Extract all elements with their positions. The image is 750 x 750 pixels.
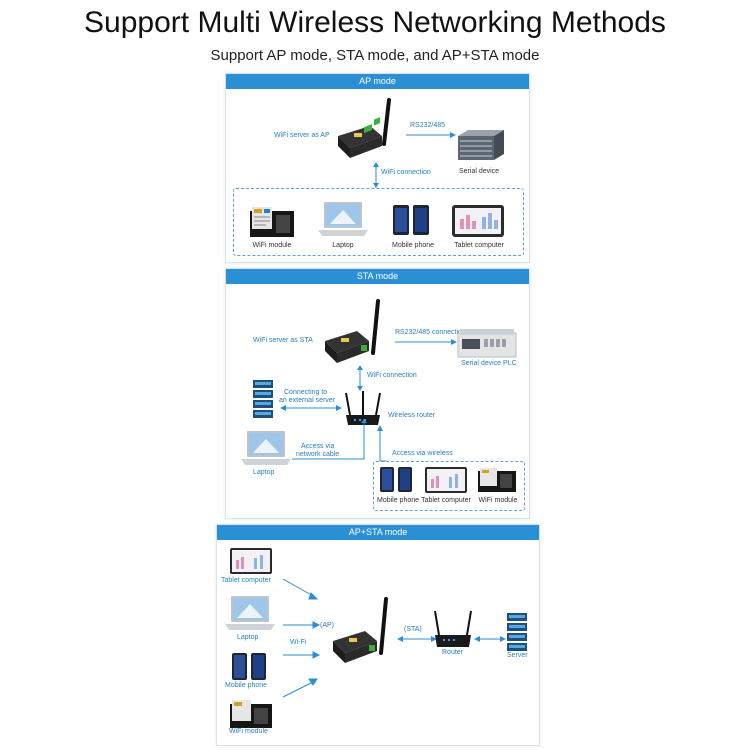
ap-server-label: WiFi server as AP <box>274 132 330 139</box>
tablet-computer-icon <box>452 205 504 237</box>
client-label: Mobile phone <box>376 497 420 504</box>
wifi-server-device-icon <box>325 299 380 363</box>
client-arrows <box>282 578 321 698</box>
client-label: Mobile phone <box>391 242 435 249</box>
sta-arrow-icon <box>397 636 437 642</box>
mobile-phone-icon <box>380 467 412 492</box>
wireless-router-icon <box>345 391 381 425</box>
mobile-phone-icon <box>393 205 429 235</box>
sta-mode-header: STA mode <box>226 269 529 284</box>
client-label: Laptop <box>332 242 354 249</box>
sta-rs-arrow-icon <box>395 339 457 345</box>
wifi-label: Wi-Fi <box>290 639 307 646</box>
ap-wifi-label: WiFi connection <box>381 169 431 176</box>
external-server-label: an external server <box>279 397 336 404</box>
cable-label: Access via <box>301 443 335 450</box>
client-label: WiFi module <box>252 242 292 249</box>
server-icon <box>507 613 527 651</box>
apsta-module-label: WiFi module <box>229 728 268 735</box>
router-label: Router <box>442 649 464 656</box>
client-label: WiFi module <box>478 497 518 504</box>
laptop-icon <box>241 431 291 465</box>
ap-label: (AP) <box>320 622 334 629</box>
sta-label: (STA) <box>404 626 422 633</box>
client-label: Tablet computer <box>454 242 504 249</box>
mobile-phone-icon <box>232 653 266 680</box>
plc-device-icon <box>457 329 517 358</box>
page-title: Support Multi Wireless Networking Method… <box>84 6 666 39</box>
sta-wifi-arrow-icon <box>357 365 363 391</box>
wireless-access-label: Access via wireless <box>392 450 453 457</box>
wifi-server-device-icon <box>338 98 391 158</box>
sta-rs-label: RS232/485 connection <box>395 329 466 336</box>
laptop-icon <box>318 202 368 236</box>
client-label: Tablet computer <box>421 497 471 504</box>
plc-label: Serial device PLC <box>461 360 517 367</box>
ap-wifi-arrow-icon <box>373 162 379 188</box>
apsta-phone-label: Mobile phone <box>225 682 268 689</box>
sta-laptop-label: Laptop <box>253 469 275 476</box>
apsta-laptop-label: Laptop <box>237 634 259 641</box>
router-icon <box>434 610 472 647</box>
serial-device-label: Serial device <box>459 168 500 175</box>
router-server-arrow-icon <box>474 636 506 642</box>
tablet-computer-icon <box>425 467 467 493</box>
ap-rs-label: RS232/485 <box>410 122 446 129</box>
sta-wifi-label: WiFi connection <box>367 372 417 379</box>
tablet-computer-icon <box>230 548 272 574</box>
page-subtitle: Support AP mode, STA mode, and AP+STA mo… <box>210 47 540 64</box>
apsta-tablet-label: Tablet computer <box>221 577 271 584</box>
wifi-server-device-icon <box>333 597 388 663</box>
cable-connection-line <box>292 419 367 460</box>
external-server-icon <box>253 380 273 418</box>
server-label: Server <box>507 652 528 659</box>
serial-device-icon <box>458 130 504 160</box>
sta-server-label: WiFi server as STA <box>253 337 313 344</box>
ap-rs-arrow-icon <box>406 132 456 138</box>
ap-mode-header: AP mode <box>226 74 529 89</box>
sta-clients-box <box>373 461 525 511</box>
wireless-connection-line <box>377 425 386 462</box>
laptop-icon <box>225 596 275 630</box>
wifi-module-icon <box>478 468 516 492</box>
cable-label: network cable <box>296 451 340 458</box>
apsta-mode-header: AP+STA mode <box>217 525 539 540</box>
ap-mode-panel: AP mode WiFi server as AP RS232/485 Seri… <box>225 73 530 263</box>
wifi-module-icon <box>250 207 294 237</box>
sta-mode-panel: STA mode WiFi server as STA RS232/485 co… <box>225 268 530 519</box>
external-server-label: Connecting to <box>284 389 328 396</box>
ap-clients-box <box>233 188 524 256</box>
wifi-module-icon <box>230 700 272 728</box>
wireless-router-label: Wireless router <box>388 412 436 419</box>
ext-server-arrow-icon <box>280 405 342 411</box>
apsta-mode-panel: AP+STA mode Tablet computer Laptop Mobil… <box>216 524 540 746</box>
